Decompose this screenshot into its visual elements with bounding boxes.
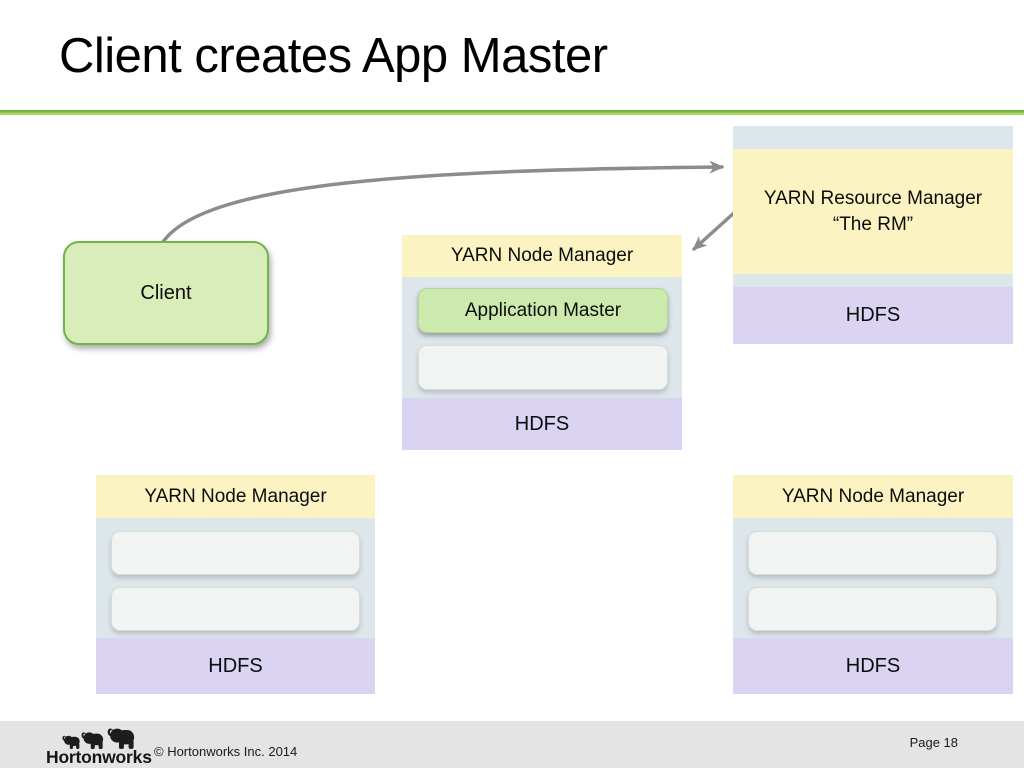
- node-manager-center: YARN Node Manager Application Master HDF…: [402, 235, 682, 450]
- node-manager-bottom-left: YARN Node Manager HDFS: [96, 475, 375, 694]
- copyright-text: © Hortonworks Inc. 2014: [154, 744, 298, 759]
- hdfs-label: HDFS: [208, 654, 263, 677]
- page-number: Page 18: [909, 735, 958, 750]
- application-master-label: Application Master: [464, 299, 622, 321]
- node-manager-center-hdfs: HDFS: [402, 398, 682, 450]
- resource-manager-title-line2: “The RM”: [832, 213, 914, 235]
- resource-manager-hdfs: HDFS: [733, 287, 1013, 344]
- arrow-rm-to-node-manager: [692, 210, 737, 251]
- node-manager-bottom-right-header: YARN Node Manager: [733, 475, 1013, 518]
- footer-bar: [0, 721, 1024, 768]
- hdfs-label: HDFS: [845, 304, 901, 326]
- application-master-container: Application Master: [418, 288, 668, 333]
- node-manager-center-title: YARN Node Manager: [450, 245, 634, 266]
- node-manager-center-header: YARN Node Manager: [402, 235, 682, 277]
- node-manager-bottom-left-header: YARN Node Manager: [96, 475, 375, 518]
- empty-container-slot: [748, 587, 997, 631]
- resource-manager-header: YARN Resource Manager “The RM”: [733, 149, 1013, 274]
- empty-container-slot: [111, 587, 360, 631]
- resource-manager: YARN Resource Manager “The RM” HDFS: [733, 126, 1013, 344]
- hdfs-label: HDFS: [845, 654, 901, 677]
- hortonworks-logo: Hortonworks: [46, 723, 166, 767]
- empty-container-slot: [418, 345, 668, 390]
- arrow-client-to-rm: [161, 160, 725, 244]
- node-manager-bottom-right: YARN Node Manager HDFS: [733, 475, 1013, 694]
- hortonworks-logo-text: Hortonworks: [46, 747, 152, 767]
- node-manager-bottom-right-title: YARN Node Manager: [781, 485, 965, 507]
- page-title: Client creates App Master: [59, 29, 608, 83]
- client-label: Client: [140, 281, 192, 304]
- node-manager-bottom-left-hdfs: HDFS: [96, 638, 375, 694]
- node-manager-bottom-left-title: YARN Node Manager: [144, 485, 327, 507]
- node-manager-bottom-right-hdfs: HDFS: [733, 638, 1013, 694]
- resource-manager-title-line1: YARN Resource Manager: [763, 187, 983, 209]
- empty-container-slot: [111, 531, 360, 575]
- empty-container-slot: [748, 531, 997, 575]
- hdfs-label: HDFS: [514, 412, 570, 435]
- hortonworks-elephants-icon: [62, 728, 135, 749]
- title-underline: [0, 110, 1024, 115]
- client-node: Client: [63, 241, 269, 345]
